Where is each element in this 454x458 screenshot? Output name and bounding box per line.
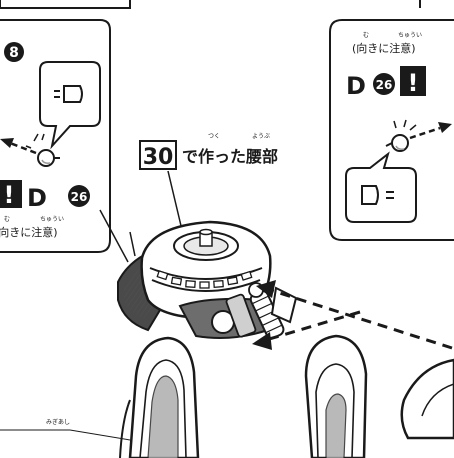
left-bubble-outline (39, 61, 101, 150)
insert-arrow-icon (0, 138, 37, 155)
step-marker-badge (4, 42, 24, 62)
right-detail-panel: む ちゅうい (向きに注意) D 26 ! (329, 19, 454, 241)
frame-top-left (0, 0, 131, 9)
callout-box (139, 140, 177, 170)
right-part-number-badge (373, 73, 395, 95)
waist-callout: 30 つく ようぶ で作った腰部 (139, 133, 278, 231)
left-part-number: 26 (71, 190, 88, 204)
left-caution-text: (向きに注意) (0, 225, 58, 239)
right-ball-joint (385, 119, 417, 152)
right-part-label: D 26 ! (346, 66, 426, 100)
right-part-number: 26 (376, 78, 393, 92)
left-exclamation: ! (4, 181, 15, 209)
callout-leader-line (167, 170, 183, 231)
right-caution-ruby-2: ちゅうい (398, 32, 422, 39)
caution-exclamation-icon (0, 180, 22, 208)
left-leader-line (99, 209, 129, 263)
callout-box-number: 30 (143, 145, 174, 170)
peg-connector-icon (54, 85, 83, 103)
callout-ruby-2: ようぶ (252, 133, 270, 140)
left-leader-line-2 (129, 231, 136, 257)
waist-vent-slots (156, 270, 253, 289)
left-caution-ruby-2: ちゅうい (40, 216, 64, 223)
right-exclamation: ! (408, 69, 419, 97)
left-ball-joint (25, 133, 60, 167)
right-edge-part (400, 358, 454, 440)
left-peg-bubble (39, 61, 101, 150)
waist-part (117, 220, 298, 340)
footnote-ruby: みぎあし (46, 418, 70, 426)
right-caution-exclamation-icon (400, 66, 426, 96)
right-caution-text: (向きに注意) (352, 41, 416, 55)
left-detail-panel: 8 ! D 26 (0, 19, 111, 253)
callout-ruby-1: つく (208, 133, 220, 140)
left-caution-ruby-1: む (4, 216, 10, 223)
footnote-leader (69, 429, 131, 441)
step-marker: 8 (9, 45, 19, 61)
right-part-letter: D (346, 72, 366, 100)
right-peg-bubble (345, 151, 417, 223)
right-caution-ruby-1: む (363, 32, 369, 39)
right-insert-arrow-icon (409, 122, 452, 140)
right-peg-connector-icon (361, 185, 394, 205)
callout-text: で作った腰部 (182, 147, 278, 166)
left-part-letter: D (27, 184, 47, 212)
main-insert-arrows (252, 280, 453, 350)
right-leg-part (304, 334, 368, 458)
left-part-label: ! D 26 (0, 180, 90, 212)
left-part-number-badge (68, 185, 90, 207)
left-leg-part (119, 336, 200, 458)
